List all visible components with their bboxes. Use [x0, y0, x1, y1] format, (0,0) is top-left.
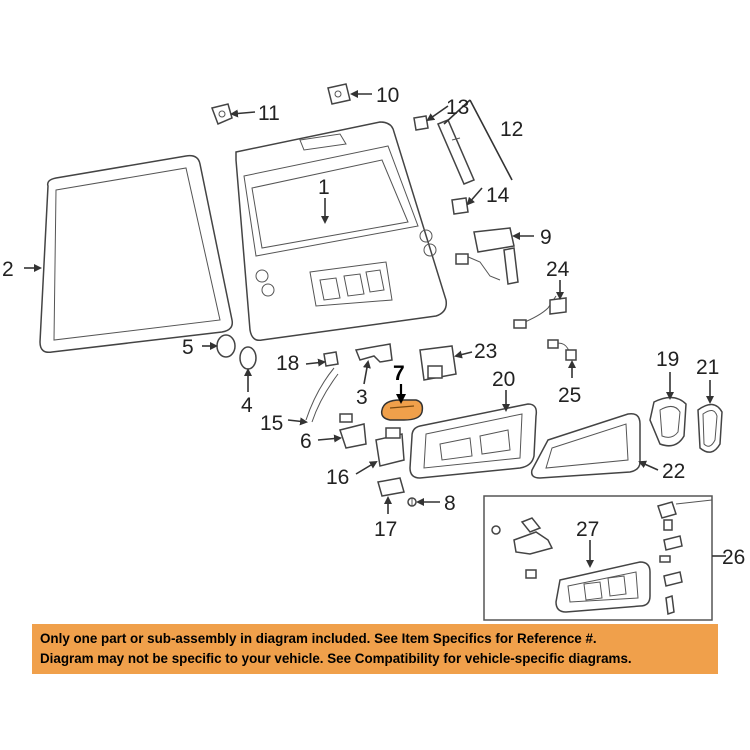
callout-24: 24: [546, 258, 570, 281]
callout-10: 10: [376, 84, 399, 107]
disclaimer-line-2: Diagram may not be specific to your vehi…: [40, 651, 632, 666]
hinge-3: [354, 343, 393, 363]
disclaimer-banner: Only one part or sub-assembly in diagram…: [32, 624, 718, 674]
back-door-part: [235, 121, 448, 342]
cable-15: [305, 367, 353, 423]
seal-21: [697, 403, 723, 453]
trim-22: [530, 412, 641, 479]
handle-17: [377, 477, 405, 497]
callout-23: 23: [474, 340, 497, 363]
callout-22: 22: [662, 460, 685, 483]
callout-20: 20: [492, 368, 515, 391]
callout-6: 6: [300, 430, 312, 453]
switch-16: [375, 427, 405, 467]
callout-18: 18: [276, 352, 299, 375]
cable-24: [513, 295, 567, 329]
seal-19: [649, 396, 687, 447]
callout-1: 1: [318, 176, 330, 199]
cover-20: [409, 403, 538, 479]
actuator-23: [419, 345, 457, 381]
strut-12: [437, 119, 475, 185]
callout-27: 27: [576, 518, 599, 541]
callout-11: 11: [258, 102, 280, 125]
callout-12: 12: [500, 118, 523, 141]
callout-17: 17: [374, 518, 397, 541]
callout-16: 16: [326, 466, 349, 489]
cap-4: [239, 346, 257, 370]
callout-8: 8: [444, 492, 456, 515]
cap-5: [216, 334, 236, 358]
callout-19: 19: [656, 348, 679, 371]
callout-25: 25: [558, 384, 581, 407]
lock-9: [455, 227, 519, 285]
bracket-6: [339, 423, 367, 449]
callout-5: 5: [182, 336, 194, 359]
callout-13: 13: [446, 96, 469, 119]
callout-7: 7: [393, 362, 405, 385]
callout-4: 4: [241, 394, 253, 417]
disclaimer-line-1: Only one part or sub-assembly in diagram…: [40, 631, 597, 646]
screw-8: [407, 497, 417, 507]
hinge-10: [327, 83, 351, 105]
kit-26-parts: [491, 499, 713, 616]
callout-15: 15: [260, 412, 283, 435]
callout-21: 21: [696, 356, 719, 379]
stay-14: [451, 197, 469, 215]
callout-3: 3: [356, 386, 368, 409]
handle-7: [380, 399, 424, 421]
stay-13: [413, 115, 429, 131]
callout-14: 14: [486, 184, 510, 207]
weatherstrip-part: [39, 154, 234, 354]
callout-2: 2: [2, 258, 14, 281]
leader-lines: [24, 90, 726, 568]
callout-26: 26: [722, 546, 745, 569]
hinge-11: [211, 103, 233, 125]
sensor-25: [547, 339, 577, 361]
callout-9: 9: [540, 226, 552, 249]
clip-18: [323, 351, 339, 367]
